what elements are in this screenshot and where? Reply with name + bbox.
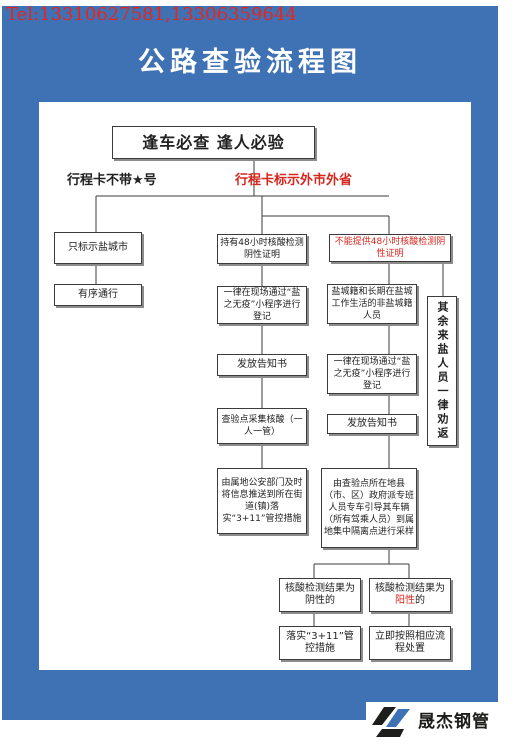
brand-logo: 晟杰钢管 (366, 702, 528, 742)
locals-box: 盐城籍和长期在盐城工作生活的非盐城籍人员 (327, 284, 417, 324)
negative-suffix: 的 (325, 595, 335, 606)
follow-procedure-box: 立即按照相应流程处置 (369, 626, 451, 660)
only-yancheng-box: 只标示盐城市 (54, 232, 142, 264)
escort-box: 由查验点所在地县（市、区）政府派专班人员专车引导其车辆（所有驾乘人员）到属地集中… (321, 468, 417, 548)
poster-frame: 公路查验流程图 (2, 6, 498, 720)
middle-register-box: 一律在现场通过“盐之无疫”小程序进行登记 (217, 286, 307, 324)
police-box: 由属地公安部门及时将信息推送到所在街道(镇)落实“3+11”管控措施 (217, 468, 307, 534)
main-check-box: 逢车必查 逢人必验 (112, 126, 315, 159)
positive-prefix: 核酸检测结果为 (375, 583, 445, 594)
branch-no-star: 行程卡不带★号 (67, 173, 157, 188)
control-measures-box: 落实“3+11”管控措施 (279, 626, 361, 660)
sampling-box: 查验点采集核酸（一人一管） (217, 408, 307, 444)
others-return-box: 其余来盐人员一律劝返 (427, 296, 457, 446)
negative-word: 阴性 (305, 595, 325, 606)
positive-suffix: 的 (415, 595, 425, 606)
positive-word: 阳性 (395, 595, 415, 606)
positive-result-box: 核酸检测结果为阳性的 (369, 578, 451, 612)
orderly-pass-box: 有序通行 (54, 284, 142, 306)
negative-result-box: 核酸检测结果为阴性的 (279, 578, 361, 612)
flowchart-connectors (95, 158, 444, 626)
has-cert-box: 持有48小时核酸检测阴性证明 (217, 234, 307, 264)
right-register-box: 一律在现场通过“盐之无疫”小程序进行登记 (327, 354, 417, 394)
middle-notice-box: 发放告知书 (217, 354, 307, 376)
right-notice-box: 发放告知书 (327, 414, 417, 434)
brand-name: 晟杰钢管 (418, 712, 490, 732)
poster-title: 公路查验流程图 (138, 47, 362, 78)
no-cert-box: 不能提供48小时核酸检测阴性证明 (329, 234, 451, 262)
branch-other-city: 行程卡标示外市外省 (235, 173, 353, 188)
contact-phone: Tel:13310627581,13306359644 (6, 4, 297, 25)
brand-mark-icon (372, 707, 410, 737)
flowchart-panel: 逢车必查 逢人必验 行程卡不带★号 行程卡标示外市外省 只标示盐城市 有序通行 … (39, 102, 471, 670)
negative-prefix: 核酸检测结果为 (285, 583, 355, 594)
